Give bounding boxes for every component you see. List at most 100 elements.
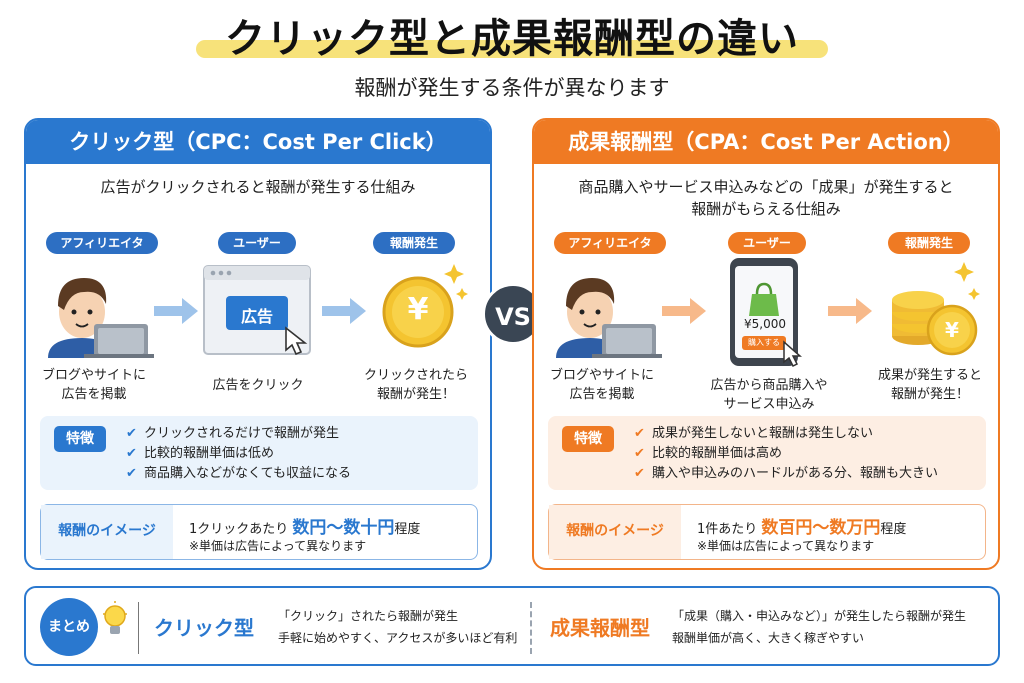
- features-list: ✔ クリックされるだけで報酬が発生 ✔ 比較的報酬単価は低め ✔ 商品購入などがなくて…: [126, 424, 351, 484]
- summary-cpc-text: 「クリック」されたら報酬が発生 手軽に始めやすく、アクセスが多いほど有利: [278, 605, 517, 649]
- affiliate-chip: アフィリエイター: [554, 232, 666, 272]
- feature-item: ✔ 購入や申込みのハードルがある分、報酬も大きい: [634, 464, 938, 484]
- reward-amount-line: 1件あたり 数百円〜数万円程度: [697, 513, 906, 538]
- features-list: ✔ 成果が発生しないと報酬は発生しない ✔ 比較的報酬単価は高め ✔ 購入や申込みのハ…: [634, 424, 938, 484]
- feature-item: ✔ クリックされるだけで報酬が発生: [126, 424, 351, 444]
- cpa-panel: 成果報酬型（CPA：Cost Per Action） 商品購入やサービス申込みな…: [532, 118, 1000, 570]
- title-highlight: [196, 40, 828, 58]
- check-icon: ✔: [634, 466, 645, 481]
- summary-dashed-divider: [530, 602, 532, 654]
- summary-line: 「成果（購入・申込みなど）」が発生したら報酬が発生: [672, 609, 967, 623]
- reward-prefix: 1件あたり: [697, 522, 758, 537]
- summary-cpc-title: クリック型: [154, 616, 254, 640]
- reward-caption: 成果が発生すると 報酬が発生！: [866, 366, 994, 404]
- coin-yen-symbol: ¥: [407, 292, 429, 327]
- cpc-description-line: 広告がクリックされると報酬が発生する仕組み: [100, 178, 416, 196]
- feature-text: 購入や申込みのハードルがある分、報酬も大きい: [652, 466, 939, 481]
- reward-chip: 報酬発生: [888, 232, 970, 254]
- flow-arrow-icon: [828, 298, 872, 324]
- summary-box: まとめ クリック型 「クリック」されたら報酬が発生 手軽に始めやすく、アクセスが…: [24, 586, 1000, 666]
- reward-chip: 報酬発生: [373, 232, 455, 254]
- feature-text: クリックされるだけで報酬が発生: [144, 426, 340, 441]
- reward-prefix: 1クリックあたり: [189, 522, 289, 537]
- caption-line: ブログやサイトに: [41, 368, 146, 383]
- page-title: クリック型と成果報酬型の違い: [225, 16, 799, 62]
- cpc-panel: クリック型（CPC：Cost Per Click） 広告がクリックされると報酬が…: [24, 118, 492, 570]
- reward-image-box: 報酬のイメージ 1クリックあたり 数円〜数十円程度 ※単価は広告によって異なりま…: [40, 504, 478, 560]
- affiliate-caption: ブログやサイトに 広告を掲載: [32, 366, 156, 404]
- reward-amount: 数百円〜数万円: [761, 518, 881, 538]
- caption-line: ブログやサイトに: [549, 368, 654, 383]
- reward-image-box: 報酬のイメージ 1件あたり 数百円〜数万円程度 ※単価は広告によって異なります: [548, 504, 986, 560]
- cpc-panel-title: クリック型（CPC：Cost Per Click）: [26, 120, 490, 164]
- cpc-description: 広告がクリックされると報酬が発生する仕組み: [26, 176, 490, 198]
- caption-line: 広告を掲載: [61, 387, 127, 402]
- reward-amount-line: 1クリックあたり 数円〜数十円程度: [189, 513, 420, 538]
- user-chip: ユーザー: [728, 232, 806, 254]
- cpa-panel-title: 成果報酬型（CPA：Cost Per Action）: [534, 120, 998, 164]
- feature-text: 比較的報酬単価は高め: [652, 446, 783, 461]
- summary-line: 「クリック」されたら報酬が発生: [278, 609, 459, 623]
- user-caption: 広告から商品購入や サービス申込み: [694, 376, 844, 414]
- coin-yen-symbol: ¥: [945, 318, 959, 342]
- features-box: 特徴 ✔ 成果が発生しないと報酬は発生しない ✔ 比較的報酬単価は高め ✔ 購入や申込…: [548, 416, 986, 490]
- check-icon: ✔: [126, 446, 137, 461]
- feature-text: 成果が発生しないと報酬は発生しない: [652, 426, 874, 441]
- caption-line: 広告から商品購入や: [710, 378, 828, 393]
- lightbulb-icon: [103, 601, 127, 634]
- summary-line: 報酬単価が高く、大きく稼ぎやすい: [672, 631, 865, 645]
- cpa-description-line: 報酬がもらえる仕組み: [691, 200, 841, 218]
- summary-divider: [138, 602, 139, 654]
- caption-line: 広告を掲載: [569, 387, 635, 402]
- affiliate-laptop-icon: [48, 278, 154, 358]
- feature-text: 商品購入などがなくても収益になる: [144, 466, 351, 481]
- features-box: 特徴 ✔ クリックされるだけで報酬が発生 ✔ 比較的報酬単価は低め ✔ 商品購入などが…: [40, 416, 478, 490]
- check-icon: ✔: [634, 426, 645, 441]
- cpa-description: 商品購入やサービス申込みなどの「成果」が発生すると 報酬がもらえる仕組み: [534, 176, 998, 220]
- user-chip: ユーザー: [218, 232, 296, 254]
- reward-image-label: 報酬のイメージ: [41, 505, 173, 559]
- coin-stack-icon: [892, 262, 980, 356]
- check-icon: ✔: [126, 426, 137, 441]
- cpa-description-line: 商品購入やサービス申込みなどの「成果」が発生すると: [578, 178, 954, 196]
- flow-arrow-icon: [662, 298, 706, 324]
- feature-item: ✔ 成果が発生しないと報酬は発生しない: [634, 424, 938, 444]
- caption-line: 報酬が発生！: [890, 387, 969, 402]
- feature-item: ✔ 比較的報酬単価は低め: [126, 444, 351, 464]
- reward-caption: クリックされたら 報酬が発生！: [352, 366, 480, 404]
- feature-item: ✔ 商品購入などがなくても収益になる: [126, 464, 351, 484]
- reward-note: ※単価は広告によって異なります: [697, 539, 875, 553]
- features-label: 特徴: [54, 426, 106, 452]
- caption-line: 成果が発生すると: [877, 368, 982, 383]
- summary-line: 手軽に始めやすく、アクセスが多いほど有利: [278, 631, 518, 645]
- browser-ad-click-icon: [203, 265, 311, 356]
- yen-coin-icon: [382, 264, 468, 348]
- reward-note: ※単価は広告によって異なります: [189, 539, 367, 553]
- ad-label: 広告: [240, 307, 273, 326]
- summary-badge: まとめ: [40, 598, 98, 656]
- reward-suffix: 程度: [394, 522, 421, 537]
- feature-item: ✔ 比較的報酬単価は高め: [634, 444, 938, 464]
- caption-line: 報酬が発生！: [376, 387, 455, 402]
- summary-cpa-text: 「成果（購入・申込みなど）」が発生したら報酬が発生 報酬単価が高く、大きく稼ぎや…: [672, 605, 966, 649]
- reward-image-label: 報酬のイメージ: [549, 505, 681, 559]
- page-subtitle: 報酬が発生する条件が異なります: [354, 76, 670, 100]
- feature-text: 比較的報酬単価は低め: [144, 446, 275, 461]
- affiliate-chip: アフィリエイター: [46, 232, 158, 272]
- affiliate-caption: ブログやサイトに 広告を掲載: [540, 366, 664, 404]
- features-label: 特徴: [562, 426, 614, 452]
- caption-line: クリックされたら: [363, 368, 468, 383]
- affiliate-laptop-icon: [556, 278, 662, 358]
- smartphone-shop-icon: [730, 258, 802, 368]
- product-price: ¥5,000: [744, 317, 786, 331]
- check-icon: ✔: [634, 446, 645, 461]
- check-icon: ✔: [126, 466, 137, 481]
- buy-button-label: 購入する: [748, 338, 780, 347]
- summary-cpa-title: 成果報酬型: [550, 616, 650, 640]
- caption-line: サービス申込み: [723, 397, 815, 412]
- user-caption: 広告をクリック: [196, 376, 320, 395]
- flow-arrow-icon: [154, 298, 198, 324]
- caption-line: 広告をクリック: [212, 378, 304, 393]
- flow-arrow-icon: [322, 298, 366, 324]
- reward-amount: 数円〜数十円: [292, 518, 395, 538]
